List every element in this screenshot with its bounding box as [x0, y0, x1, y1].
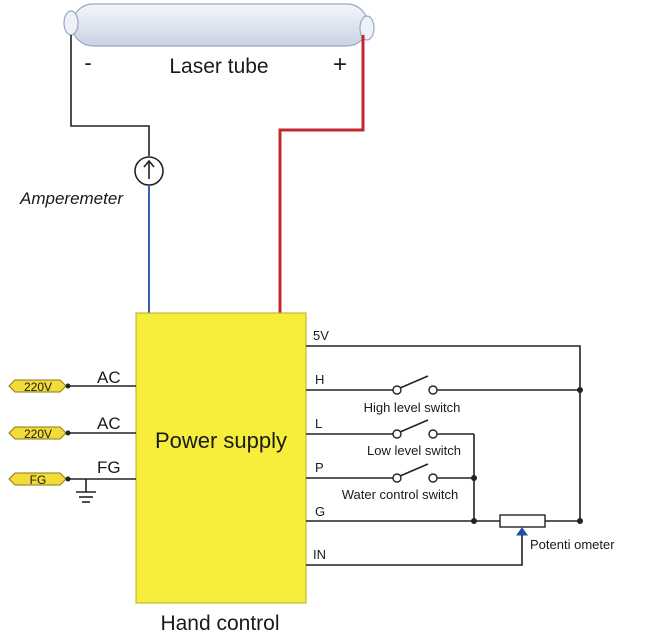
terminal-p-label: P — [315, 460, 324, 475]
junction-dot — [471, 475, 477, 481]
high-level-switch-label: High level switch — [364, 400, 461, 415]
power-supply-block — [135, 312, 307, 604]
potentiometer: Potenti ometer — [499, 514, 615, 552]
input-220v-1: 220V AC — [8, 368, 136, 394]
terminal-5v-label: 5V — [313, 328, 329, 343]
water-control-switch: Water control switch — [306, 463, 474, 502]
junction-dot — [577, 387, 583, 393]
potentiometer-wiper — [516, 527, 528, 536]
laser-tube-end-left — [63, 10, 79, 36]
junction-dot — [471, 518, 477, 524]
terminal-g-label: G — [315, 504, 325, 519]
terminal-l-label: L — [315, 416, 322, 431]
amperemeter-label: Amperemeter — [19, 189, 124, 208]
laser-tube-label: Laser tube — [169, 55, 268, 78]
input-220v-2: 220V AC — [8, 414, 136, 441]
laser-tube: Laser tube - + — [63, 3, 375, 78]
input-terminal-label: FG — [97, 458, 121, 477]
laser-tube-body — [71, 3, 369, 47]
negative-wire-upper — [70, 35, 150, 156]
hand-control-label: Hand control — [160, 612, 279, 635]
arrow-up-icon — [143, 159, 155, 179]
input-tag-label: FG — [30, 473, 47, 487]
amperemeter: Amperemeter — [19, 156, 164, 208]
positive-wire — [278, 35, 365, 313]
ground-icon — [76, 479, 96, 503]
power-supply-label: Power supply — [155, 428, 287, 453]
terminal-in-label: IN — [313, 547, 326, 562]
laser-tube-minus: - — [84, 50, 91, 75]
junction-dot — [577, 518, 583, 524]
high-level-switch: High level switch — [306, 375, 580, 415]
laser-tube-plus: + — [333, 51, 347, 78]
low-level-switch: Low level switch — [306, 419, 474, 458]
input-terminal-label: AC — [97, 414, 121, 433]
input-tag-label: 220V — [24, 380, 52, 394]
terminal-h-label: H — [315, 372, 324, 387]
water-control-switch-label: Water control switch — [342, 487, 459, 502]
wire-in — [306, 535, 523, 566]
laser-tube-end-right — [359, 15, 375, 41]
low-level-switch-label: Low level switch — [367, 443, 461, 458]
input-terminal-label: AC — [97, 368, 121, 387]
potentiometer-body — [499, 514, 546, 528]
wire-5v — [306, 345, 581, 522]
input-tag-label: 220V — [24, 427, 52, 441]
input-fg: FG FG — [8, 458, 136, 503]
potentiometer-label: Potenti ometer — [530, 537, 615, 552]
